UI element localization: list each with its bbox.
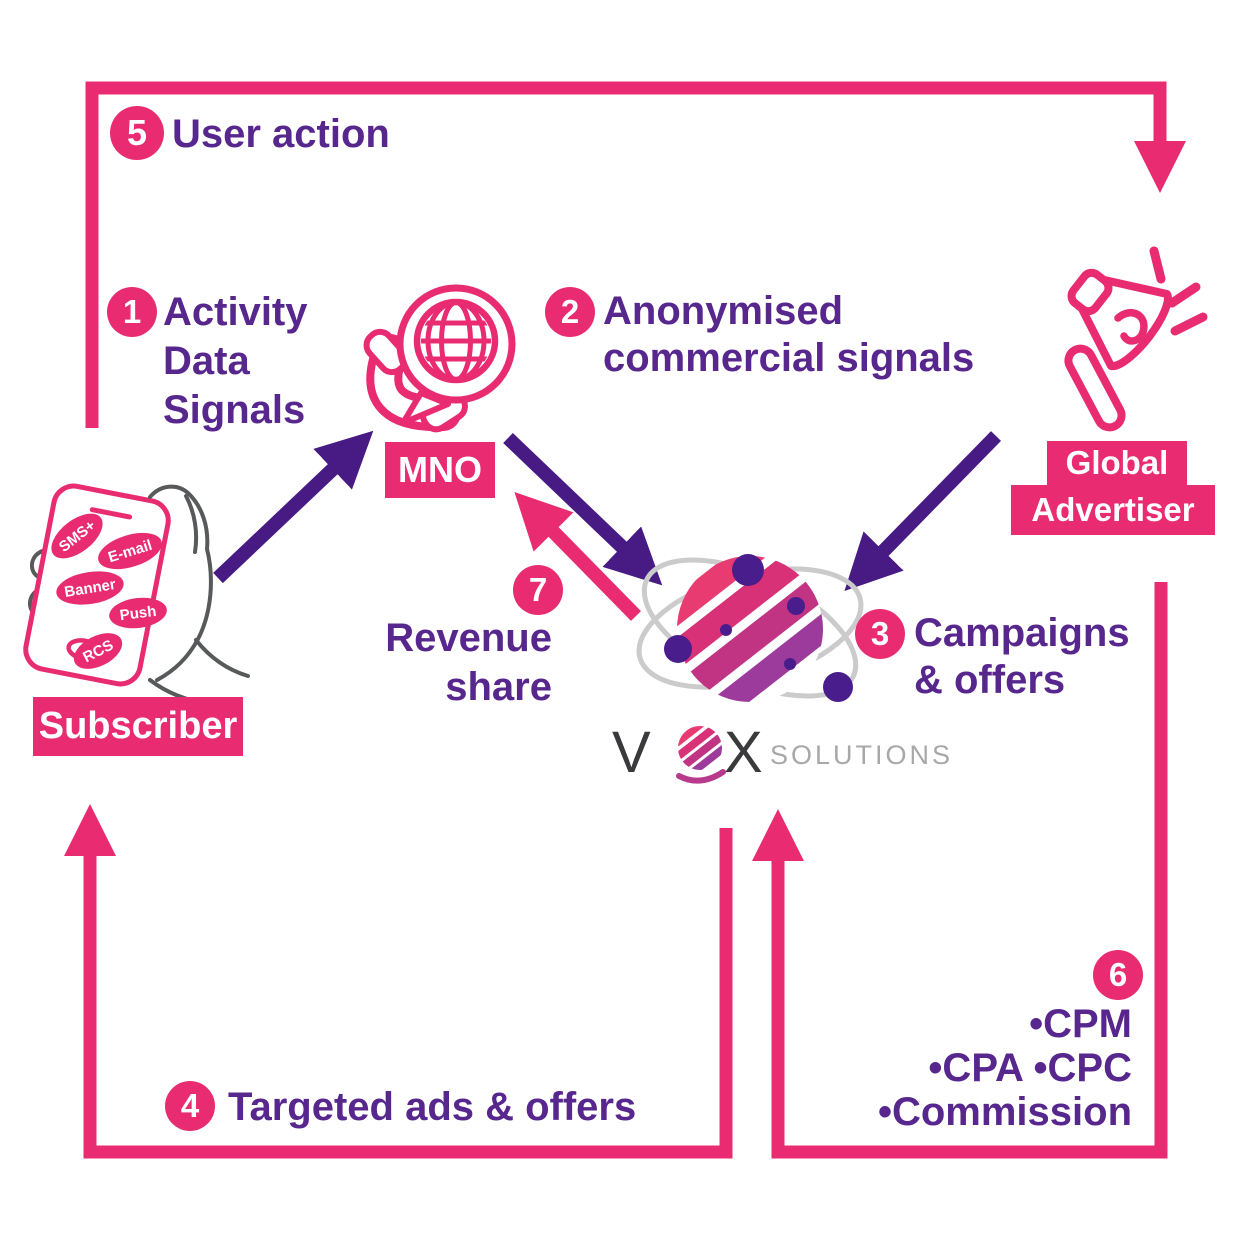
- badge-push-label: Push: [119, 603, 157, 624]
- step6-number: 6: [1093, 950, 1143, 1000]
- step3-label: Campaigns & offers: [914, 610, 1130, 704]
- step7-line1: Revenue: [385, 616, 552, 660]
- vox-logo-suffix: SOLUTIONS: [770, 740, 954, 770]
- badge-banner: Banner: [56, 571, 124, 605]
- phone-channel-badges: SMS+ E-mail Banner Push RCS: [51, 513, 167, 669]
- orbit-dots: [664, 554, 853, 702]
- step4-number: 4: [165, 1081, 215, 1131]
- hand-holding-phone-icon: [23, 483, 250, 706]
- badge-rcs: RCS: [73, 633, 123, 669]
- flow-line-targeted-ads: [64, 804, 733, 1159]
- megaphone-sound-lines: [1149, 246, 1208, 336]
- arrow-advertiser-to-vox: [844, 431, 1002, 592]
- arrow-subscriber-to-mno: [213, 430, 374, 584]
- step3-line2: & offers: [914, 658, 1066, 702]
- step6-item-cpa-cpc: •CPA •CPC: [928, 1046, 1132, 1090]
- megaphone-handle: [1064, 344, 1126, 432]
- badge-push: Push: [109, 597, 167, 629]
- step3-number: 3: [855, 609, 905, 659]
- step2-label: Anonymised commercial signals: [603, 288, 974, 382]
- megaphone-curl: [1114, 309, 1148, 345]
- advertiser-box-line1: Global: [1047, 441, 1187, 485]
- step1-line3: Signals: [163, 388, 306, 432]
- step6-item-commission: •Commission: [877, 1090, 1132, 1134]
- step1-label: Activity Data Signals: [163, 288, 308, 435]
- step4-label: Targeted ads & offers: [228, 1085, 637, 1129]
- step5-label: User action: [172, 112, 390, 156]
- vox-logo-letter-v: V: [612, 720, 651, 785]
- step1-line2: Data: [163, 339, 250, 383]
- advertiser-box-line2: Advertiser: [1011, 485, 1215, 535]
- step7-label: Revenue share: [332, 614, 552, 712]
- flow-line-payment-models: [752, 582, 1168, 1159]
- step2-line1: Anonymised: [603, 289, 844, 333]
- flow-line-user-action: [85, 81, 1186, 428]
- step6-item-cpm: •CPM: [1029, 1002, 1132, 1046]
- badge-email: E-mail: [98, 532, 162, 570]
- step7-number: 7: [513, 565, 563, 615]
- arrow-mno-to-vox: [503, 432, 663, 586]
- subscriber-box: Subscriber: [33, 697, 243, 756]
- step6-label: •CPM •CPA •CPC •Commission: [832, 1002, 1132, 1134]
- megaphone-back-cap: [1067, 268, 1113, 316]
- vox-logo-swoosh: [676, 769, 726, 784]
- hand-thumb-outer: [148, 484, 213, 682]
- step2-number: 2: [545, 287, 595, 337]
- vox-logo-sphere: [676, 726, 726, 784]
- step5-number: 5: [110, 106, 164, 160]
- step1-number: 1: [107, 287, 157, 337]
- step7-line2: share: [445, 665, 552, 709]
- handset-earpiece: [363, 328, 409, 376]
- hand-wrist-top: [194, 638, 250, 678]
- hand-thumb-inner: [184, 494, 199, 554]
- mno-box: MNO: [385, 442, 495, 498]
- vox-logo-letter-x: X: [724, 720, 763, 785]
- step1-line1: Activity: [163, 290, 308, 334]
- step3-line1: Campaigns: [914, 611, 1130, 655]
- megaphone-icon: [1064, 246, 1208, 432]
- phone-globe-speech-bubble-icon: [363, 284, 516, 433]
- arrow-vox-to-mno-revenue: [514, 492, 641, 621]
- striped-sphere-orbit-icon: [636, 554, 864, 702]
- step2-line2: commercial signals: [603, 336, 975, 380]
